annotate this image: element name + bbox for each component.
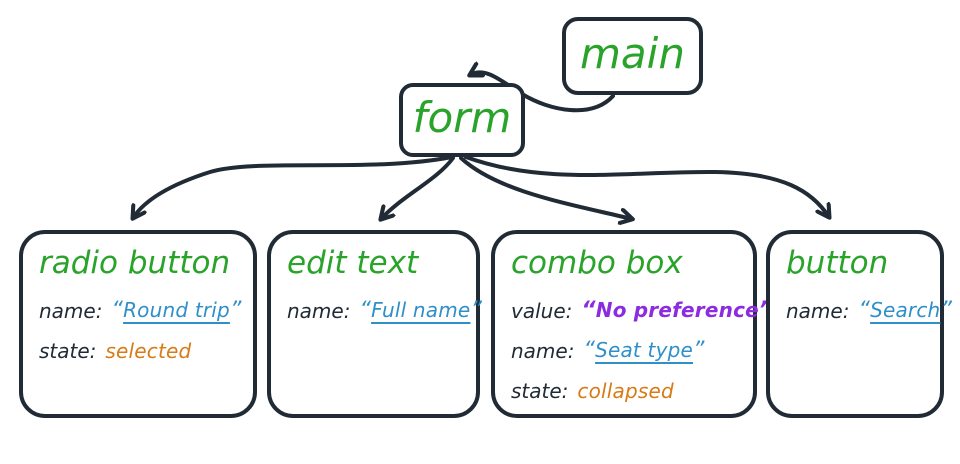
prop-value: “No preference” — [581, 298, 773, 323]
prop-label: name: — [511, 338, 575, 363]
prop-value: collapsed — [577, 379, 674, 403]
value-text: collapsed — [577, 378, 674, 403]
prop-list: name: “Search” — [786, 291, 952, 331]
node-main-title: main — [580, 29, 685, 78]
prop-label: name: — [786, 298, 850, 323]
node-combo-box-title: combo box — [511, 245, 683, 281]
edge-form-to-combo-box — [459, 156, 632, 219]
prop-row-state: state: collapsed — [511, 371, 737, 411]
prop-value: “Search” — [858, 298, 952, 323]
node-form: form — [399, 83, 525, 157]
close-quote: ” — [693, 338, 705, 364]
prop-label: state: — [39, 338, 97, 363]
node-edit-text-title: edit text — [287, 245, 419, 281]
prop-label: name: — [39, 298, 103, 323]
open-quote: “ — [581, 298, 596, 324]
node-radio-button: radio button name: “Round trip” state: s… — [19, 230, 257, 418]
node-button: button name: “Search” — [766, 230, 952, 418]
close-quote: ” — [470, 298, 483, 324]
prop-list: value: “No preference” name: “Seat type”… — [511, 291, 773, 411]
prop-row-name: name: “Seat type” — [511, 331, 737, 371]
prop-value: selected — [105, 339, 191, 363]
prop-value: “Seat type” — [583, 338, 704, 363]
value-text: Round trip — [123, 298, 230, 323]
close-quote: ” — [229, 298, 242, 324]
open-quote: “ — [858, 298, 871, 324]
open-quote: “ — [359, 298, 372, 324]
prop-row-state: state: selected — [39, 331, 237, 371]
value-text: No preference — [595, 298, 759, 323]
prop-row-name: name: “Full name” — [287, 291, 482, 331]
prop-row-name: name: “Round trip” — [39, 291, 241, 331]
value-text: Full name — [371, 298, 471, 323]
node-button-title: button — [786, 245, 889, 281]
prop-row-value: value: “No preference” — [511, 291, 773, 331]
prop-row-name: name: “Search” — [786, 291, 952, 331]
edge-form-to-button — [464, 155, 829, 217]
prop-list: name: “Round trip” state: selected — [39, 291, 241, 371]
edge-form-to-edit-text — [381, 156, 455, 219]
edge-form-to-radio-button — [133, 155, 454, 218]
prop-value: “Full name” — [359, 298, 482, 323]
prop-label: value: — [511, 298, 573, 323]
value-text: Seat type — [595, 338, 694, 363]
prop-list: name: “Full name” — [287, 291, 482, 331]
value-text: Search — [870, 298, 941, 323]
prop-label: state: — [511, 378, 569, 403]
value-text: selected — [105, 338, 192, 363]
node-combo-box: combo box value: “No preference” name: “… — [491, 230, 773, 418]
open-quote: “ — [111, 298, 124, 324]
prop-value: “Round trip” — [111, 298, 241, 323]
node-radio-button-title: radio button — [39, 245, 231, 281]
node-main: main — [562, 17, 703, 95]
prop-label: name: — [287, 298, 351, 323]
open-quote: “ — [583, 338, 596, 364]
node-form-title: form — [412, 93, 512, 142]
close-quote: ” — [940, 298, 953, 324]
node-edit-text: edit text name: “Full name” — [267, 230, 482, 418]
